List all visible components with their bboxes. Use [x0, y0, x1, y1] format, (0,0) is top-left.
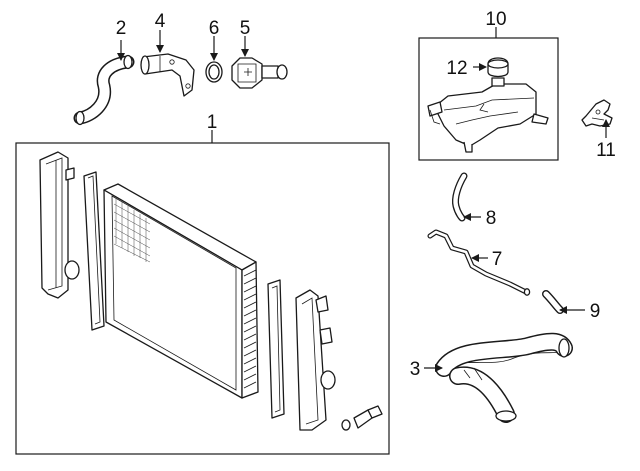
thermostat[interactable]: [231, 57, 288, 89]
upper-hose[interactable]: [73, 54, 135, 126]
radiator-group-frame: [15, 142, 390, 455]
left-seal: [83, 171, 105, 331]
overflow-hose[interactable]: [452, 172, 468, 222]
right-header: [241, 261, 259, 399]
callout-5: 5: [240, 18, 251, 39]
callout-9: 9: [590, 301, 601, 322]
callout-4: 4: [155, 11, 166, 32]
coolant-reservoir[interactable]: [427, 83, 549, 153]
callout-7: 7: [492, 249, 503, 270]
callout-12: 12: [446, 58, 467, 79]
drain-plug[interactable]: [341, 405, 383, 431]
radiator-assembly[interactable]: [39, 151, 383, 431]
callout-6: 6: [209, 18, 220, 39]
connector-hose[interactable]: [542, 290, 564, 314]
callout-1: 1: [207, 112, 218, 133]
overflow-pipe[interactable]: [427, 229, 531, 296]
reservoir-bracket[interactable]: [581, 99, 613, 127]
reservoir-group-frame: [418, 37, 559, 161]
gasket-ring[interactable]: [205, 61, 223, 83]
right-tank: [295, 289, 327, 431]
callout-11: 11: [596, 140, 616, 161]
callout-10: 10: [485, 9, 506, 30]
callout-2: 2: [116, 18, 127, 39]
callout-3: 3: [410, 359, 421, 380]
left-tank: [39, 151, 69, 299]
lower-hose[interactable]: [435, 332, 573, 423]
right-seal: [267, 279, 285, 419]
water-outlet[interactable]: [140, 53, 195, 97]
reservoir-cap[interactable]: [487, 57, 509, 87]
callout-8: 8: [486, 208, 497, 229]
